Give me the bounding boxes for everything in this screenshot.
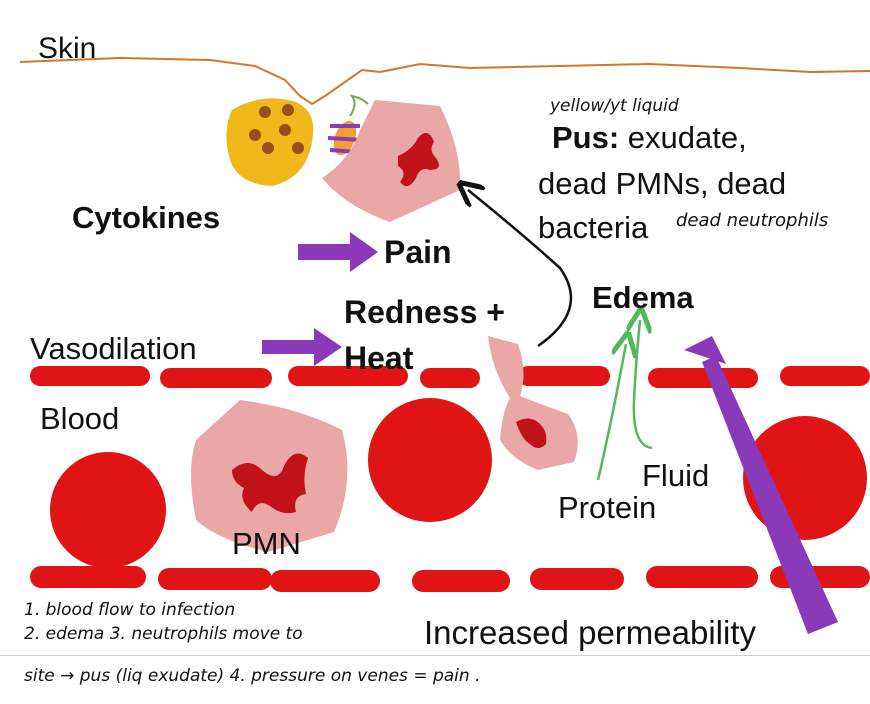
cytokines-label: Cytokines bbox=[72, 200, 221, 235]
pus-line3: bacteria bbox=[538, 210, 649, 245]
pus-title: Pus: bbox=[552, 120, 620, 155]
note-line1: 1. blood flow to infection bbox=[24, 600, 236, 620]
block-arrow-right bbox=[262, 328, 342, 366]
protein-label: Protein bbox=[558, 490, 657, 525]
green-arrow-up bbox=[634, 320, 652, 450]
skin-label: Skin bbox=[38, 32, 97, 65]
notes-strip bbox=[0, 655, 870, 700]
dead-neutrophils-note: dead neutrophils bbox=[676, 210, 829, 231]
pmn-migrating bbox=[488, 336, 578, 470]
pmn-label: PMN bbox=[232, 526, 301, 561]
note-line3: site → pus (liq exudate) 4. pressure on … bbox=[24, 666, 481, 686]
edema-label: Edema bbox=[592, 280, 694, 315]
vessel-wall-bottom bbox=[30, 566, 870, 592]
curved-arrow bbox=[468, 190, 573, 348]
pain-label: Pain bbox=[384, 234, 452, 270]
redness-label: Redness + bbox=[344, 294, 505, 330]
heat-label: Heat bbox=[344, 340, 414, 376]
fluid-label: Fluid bbox=[642, 458, 710, 493]
vessel-wall-top bbox=[30, 366, 870, 388]
pmn-cell-top bbox=[322, 100, 461, 222]
pus-description: Pus: exudate, bbox=[552, 122, 747, 153]
pus-line1: exudate, bbox=[619, 120, 747, 155]
skin-line bbox=[19, 56, 870, 106]
note-line2: 2. edema 3. neutrophils move to bbox=[24, 624, 303, 644]
purple-diagonal-arrow bbox=[684, 336, 838, 634]
pus-note: yellow/yt liquid bbox=[550, 96, 679, 116]
red-blood-cell bbox=[50, 452, 166, 568]
red-blood-cell bbox=[368, 398, 492, 522]
bacterium-icon bbox=[226, 98, 314, 186]
green-arrow-up bbox=[596, 344, 626, 481]
pmn-cell-blood bbox=[191, 400, 348, 552]
vasodilation-label: Vasodilation bbox=[30, 331, 197, 366]
pus-line2: dead PMNs, dead bbox=[538, 166, 787, 201]
block-arrow-right bbox=[298, 232, 378, 272]
blood-label: Blood bbox=[40, 401, 120, 436]
increased-permeability-label: Increased permeability bbox=[424, 614, 756, 651]
